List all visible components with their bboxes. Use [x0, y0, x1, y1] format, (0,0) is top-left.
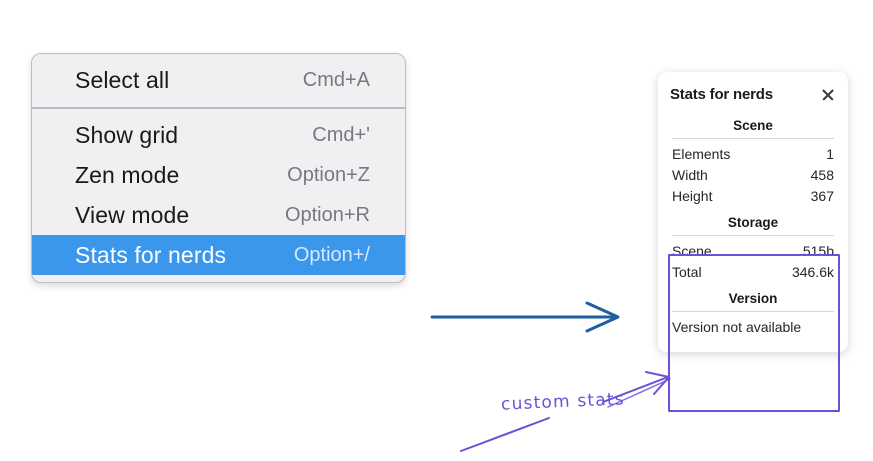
section-heading: Storage	[727, 215, 779, 230]
menu-item-shortcut: Option+R	[284, 203, 370, 226]
menu-group-1: Select all Cmd+A	[32, 54, 405, 109]
menu-item-shortcut: Option+/	[293, 243, 370, 266]
underline-stroke	[460, 417, 550, 452]
stat-row: Elements 1	[670, 143, 836, 164]
menu-item-label: Zen mode	[75, 161, 180, 188]
menu-item-select-all[interactable]: Select all Cmd+A	[32, 60, 405, 100]
section-heading: Version	[728, 291, 778, 306]
menu-item-show-grid[interactable]: Show grid Cmd+'	[32, 115, 405, 155]
stat-value: 1	[826, 145, 834, 162]
stats-panel-header: Stats for nerds	[670, 86, 836, 103]
annotation-callout-text: custom stats	[500, 389, 626, 415]
context-menu[interactable]: Select all Cmd+A Show grid Cmd+' Zen mod…	[31, 53, 406, 283]
stat-value: 346.6k	[791, 263, 834, 280]
section-divider	[672, 138, 834, 139]
menu-item-shortcut: Cmd+'	[312, 123, 370, 146]
stat-row: Total 346.6k	[670, 261, 836, 282]
section-divider	[672, 311, 834, 312]
stat-label: Elements	[672, 145, 731, 162]
stat-value: 458	[810, 166, 834, 183]
stats-panel-title: Stats for nerds	[670, 86, 773, 103]
stat-row: Scene 515b	[670, 240, 836, 261]
stat-value: 515b	[802, 242, 834, 259]
stats-for-nerds-panel: Stats for nerds Scene Elements 1 Width 4…	[658, 72, 848, 352]
menu-item-stats-for-nerds[interactable]: Stats for nerds Option+/	[32, 235, 405, 275]
version-value: Version not available	[672, 319, 802, 335]
menu-item-label: Select all	[75, 66, 170, 93]
stat-label: Height	[672, 187, 713, 204]
menu-item-label: Show grid	[75, 121, 179, 148]
arrow-right-icon	[430, 301, 620, 333]
stats-section-version: Version Version not available	[670, 288, 836, 338]
menu-item-shortcut: Cmd+A	[302, 68, 370, 91]
stat-label: Scene	[672, 242, 712, 259]
menu-item-label: Stats for nerds	[75, 241, 227, 268]
close-icon[interactable]	[820, 87, 836, 103]
stat-label: Width	[672, 166, 708, 183]
menu-item-label: View mode	[75, 201, 190, 228]
stat-row: Width 458	[670, 164, 836, 185]
menu-item-zen-mode[interactable]: Zen mode Option+Z	[32, 155, 405, 195]
section-divider	[672, 235, 834, 236]
stat-value: 367	[810, 187, 834, 204]
menu-item-view-mode[interactable]: View mode Option+R	[32, 195, 405, 235]
stat-label: Total	[672, 263, 702, 280]
section-heading: Scene	[733, 118, 773, 133]
stat-row: Height 367	[670, 185, 836, 206]
stats-section-scene: Scene Elements 1 Width 458 Height 367	[670, 115, 836, 206]
menu-item-shortcut: Option+Z	[287, 163, 370, 186]
stats-section-storage: Storage Scene 515b Total 346.6k	[670, 212, 836, 282]
menu-group-2: Show grid Cmd+' Zen mode Option+Z View m…	[32, 109, 405, 282]
